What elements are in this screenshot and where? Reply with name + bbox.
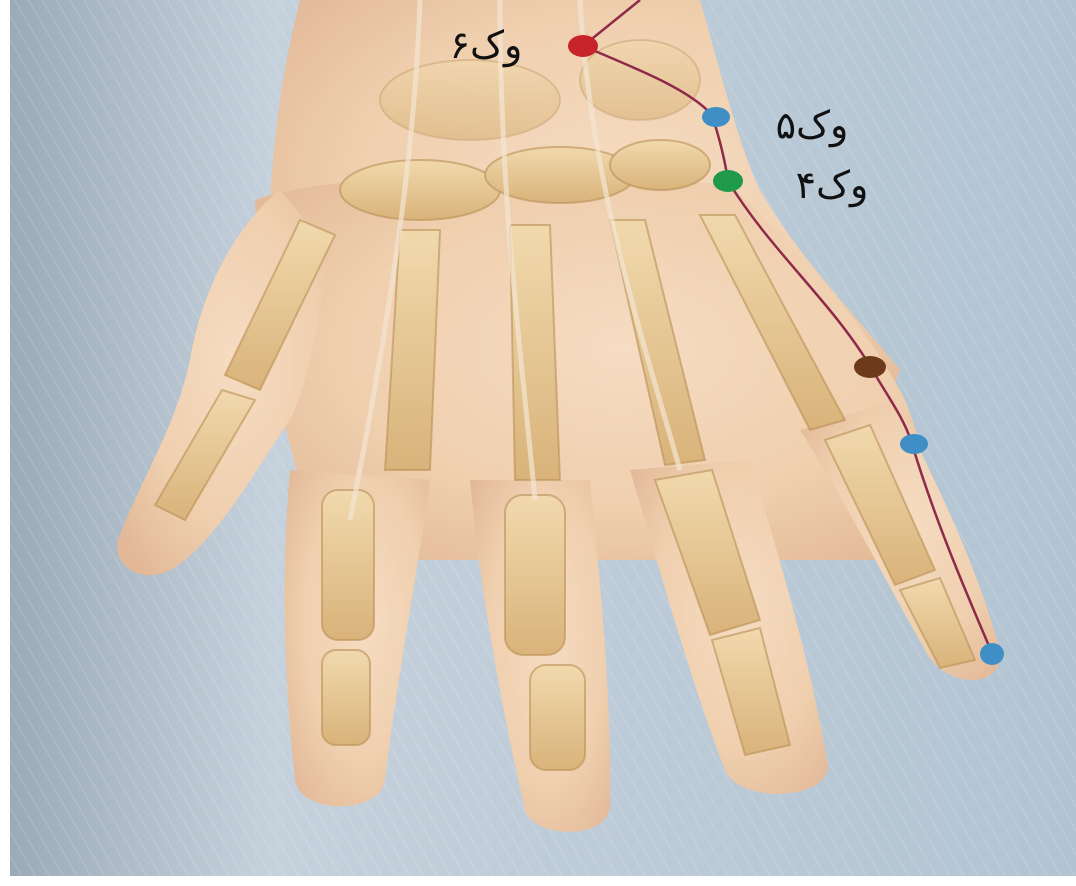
left-border <box>0 0 10 886</box>
label-point-5: وک۵ <box>776 103 849 148</box>
phalanx-index <box>322 650 370 745</box>
radius-bone <box>380 60 560 140</box>
point-blue-2-marker <box>900 434 928 454</box>
carpal-bone <box>340 160 500 220</box>
carpal-bone <box>610 140 710 190</box>
point-4-marker <box>713 170 743 192</box>
phalanx-middle <box>505 495 565 655</box>
point-blue-3-marker <box>980 643 1004 665</box>
point-5-marker <box>702 107 730 127</box>
point-6-marker <box>568 35 598 57</box>
label-point-6: وک۶ <box>450 23 523 68</box>
label-point-4: وک۴ <box>796 163 869 208</box>
bottom-border <box>0 876 1076 886</box>
point-brown-marker <box>854 356 886 378</box>
phalanx-middle <box>530 665 585 770</box>
phalanx-index <box>322 490 374 640</box>
metacarpal-middle <box>510 225 560 480</box>
